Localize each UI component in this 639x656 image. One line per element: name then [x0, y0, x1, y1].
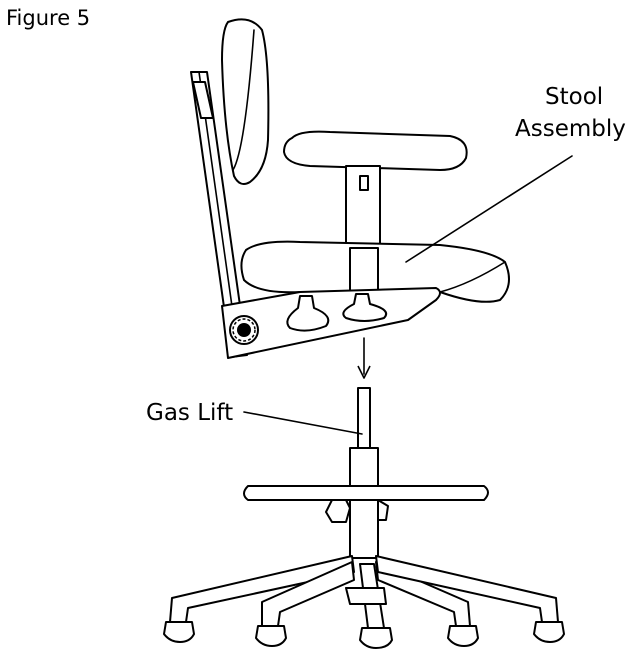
armrest: [283, 130, 468, 249]
stool-assembly-label-line2: Assembly: [515, 116, 626, 142]
foot-ring-clamp: [325, 499, 351, 523]
gas-lift-body: [349, 447, 379, 559]
stool-assembly-leader-line: [405, 155, 573, 263]
backrest-pad: [221, 18, 270, 185]
base-assembly-drawing: [163, 387, 565, 649]
foot-ring: [243, 485, 489, 501]
down-arrow-icon: [357, 337, 371, 379]
backrest-support-bar: [190, 71, 248, 358]
adjustment-paddle-left: [286, 295, 330, 332]
seat-socket: [349, 247, 379, 293]
tilt-knob-icon: [229, 315, 259, 345]
stool-assembly-drawing: [190, 18, 510, 359]
stool-assembly-label-line1: Stool: [545, 84, 603, 110]
gas-lift-label: Gas Lift: [146, 400, 233, 426]
figure-title: Figure 5: [6, 6, 90, 30]
glide-feet: [163, 621, 565, 649]
five-star-base: [169, 555, 559, 629]
seat-mechanism-plate: [221, 287, 441, 359]
gas-lift-rod: [357, 387, 371, 449]
gas-lift-leader-line: [243, 411, 363, 435]
adjustment-paddle-right: [342, 293, 388, 322]
